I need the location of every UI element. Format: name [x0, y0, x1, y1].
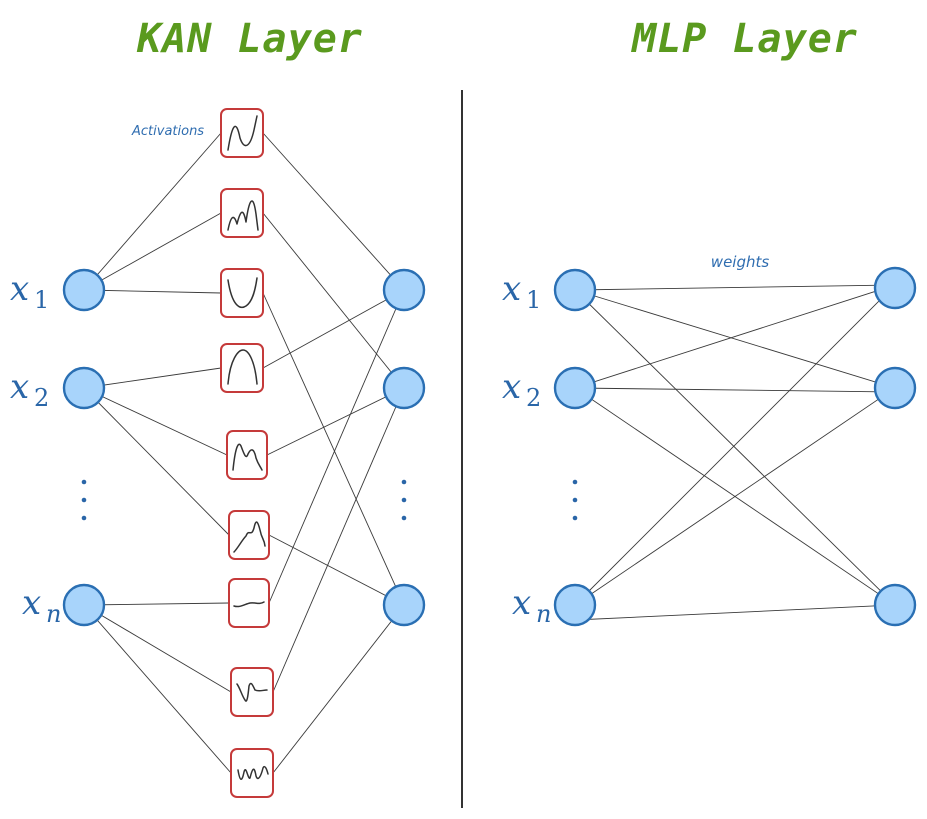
activation-curve-icon [226, 430, 268, 480]
mlp-input-sub: n [536, 600, 551, 628]
mlp-input-var: x [502, 367, 521, 407]
mlp-output-nodes [873, 266, 917, 627]
neuron-node-icon [62, 268, 106, 312]
neuron-node-icon [553, 583, 597, 627]
activation-curve-icon [230, 667, 274, 717]
kan-input-label-n: x n [22, 583, 61, 628]
neuron-node-icon [553, 268, 597, 312]
mlp-input-label-n: x n [512, 583, 551, 628]
mlp-input-sub: 1 [526, 286, 541, 314]
neuron-node-icon [873, 366, 917, 410]
mlp-input-var: x [512, 583, 531, 623]
neuron-node-icon [873, 583, 917, 627]
kan-input-var: x [10, 269, 29, 309]
activation-curve-icon [230, 748, 274, 798]
kan-input-ellipsis [81, 479, 87, 521]
activation-curve-icon [220, 268, 264, 318]
kan-input-label-2: x 2 [10, 367, 49, 412]
neuron-node-icon [382, 583, 426, 627]
activation-curve-icon [228, 510, 270, 560]
activation-curve-icon [228, 578, 270, 628]
activations-label: Activations [131, 124, 204, 139]
kan-activations [220, 108, 274, 798]
neuron-node-icon [62, 366, 106, 410]
kan-edges [83, 132, 405, 774]
kan-output-nodes [382, 268, 426, 627]
mlp-input-ellipsis [572, 479, 578, 521]
kan-input-nodes [62, 268, 106, 627]
neuron-node-icon [553, 366, 597, 410]
mlp-input-label-1: x 1 [502, 269, 541, 314]
kan-output-ellipsis [401, 479, 407, 521]
weights-label: weights [711, 253, 770, 271]
activation-curve-icon [220, 108, 264, 158]
neuron-node-icon [382, 268, 426, 312]
neuron-node-icon [873, 266, 917, 310]
kan-layer-title: KAN Layer [136, 16, 363, 62]
activation-curve-icon [220, 343, 264, 393]
kan-input-sub: n [46, 600, 61, 628]
kan-input-var: x [22, 583, 41, 623]
mlp-input-nodes [553, 268, 597, 627]
kan-input-var: x [10, 367, 29, 407]
neuron-node-icon [62, 583, 106, 627]
activation-curve-icon [220, 188, 264, 238]
mlp-layer-title: MLP Layer [630, 16, 858, 62]
mlp-input-sub: 2 [526, 384, 541, 412]
mlp-input-label-2: x 2 [502, 367, 541, 412]
kan-input-sub: 2 [34, 384, 49, 412]
kan-input-sub: 1 [34, 286, 49, 314]
mlp-edges [574, 284, 896, 621]
neuron-node-icon [382, 366, 426, 410]
mlp-input-var: x [502, 269, 521, 309]
kan-input-label-1: x 1 [10, 269, 49, 314]
